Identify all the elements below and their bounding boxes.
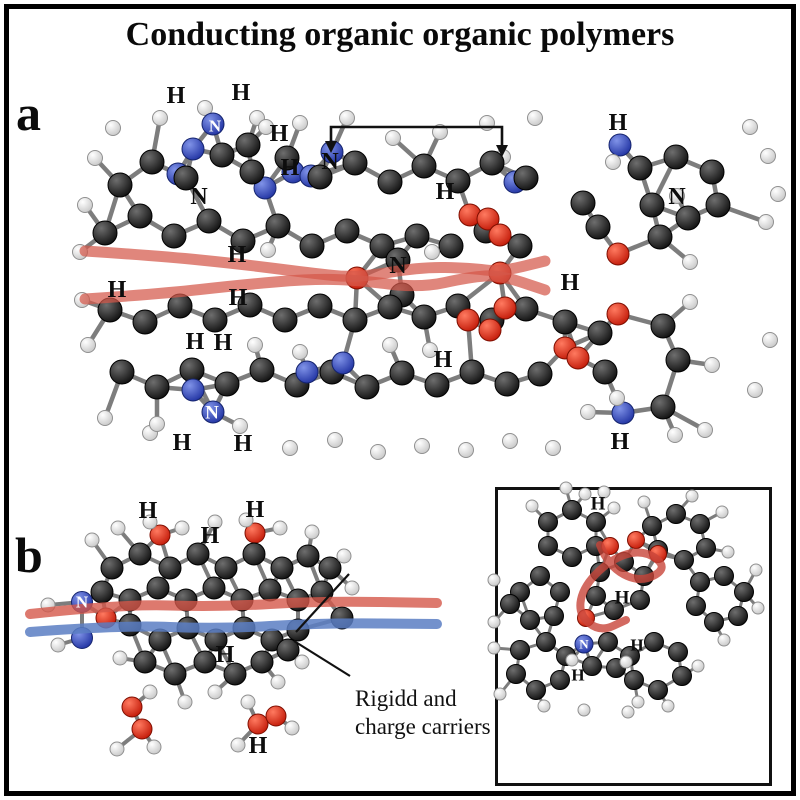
panel-a-label: a [16,85,41,141]
figure-title: Conducting organic organic polymers [125,16,675,53]
panel-b-label: b [15,527,43,583]
callout-rigid-charge-carriers: Rigidd and charge carriers [355,686,491,739]
